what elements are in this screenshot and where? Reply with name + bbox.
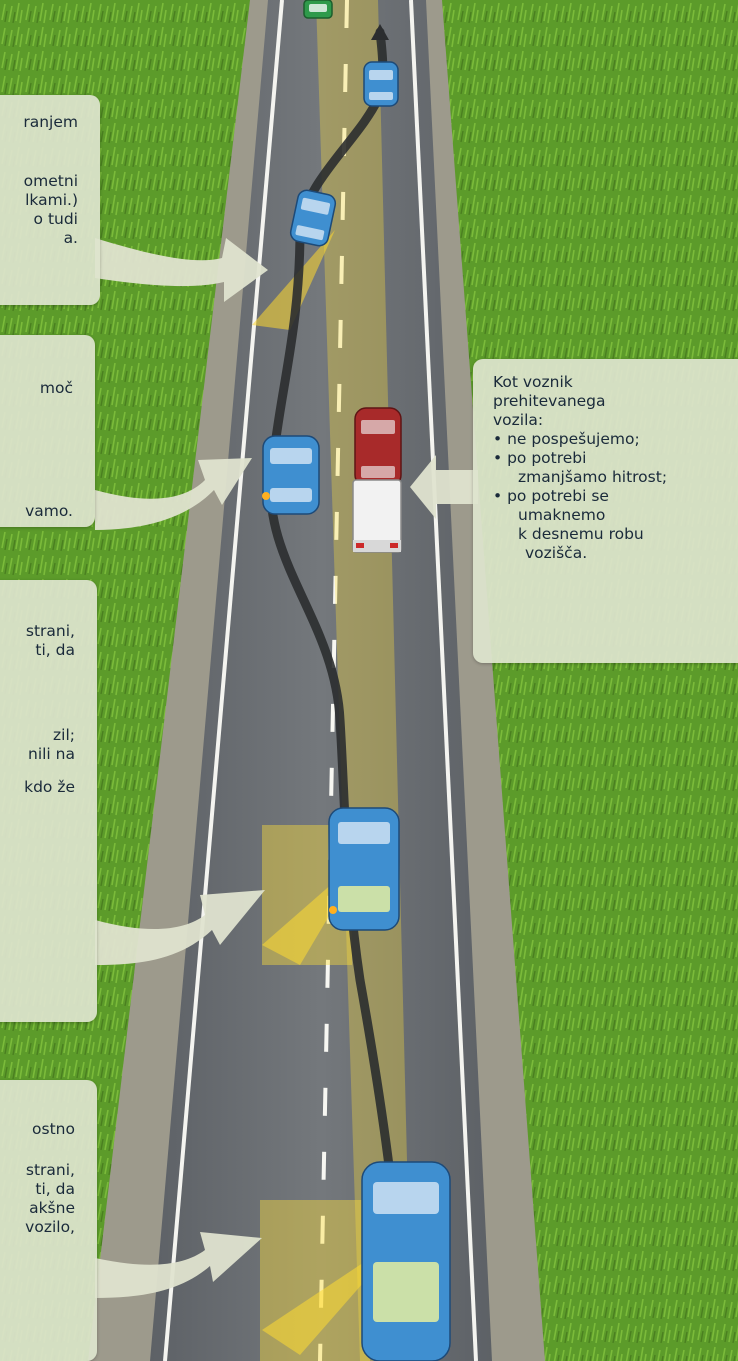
car-preparing	[328, 807, 400, 931]
bullet-move-right-cont: umaknemo	[518, 506, 606, 524]
callout-line: kdo že	[24, 778, 75, 796]
callout-line: a.	[63, 229, 78, 247]
bullet-move-right: • po potrebi se	[493, 487, 609, 505]
callout-line: strani,	[25, 622, 75, 640]
arrow-right	[410, 455, 478, 519]
road-surface	[150, 0, 492, 1361]
callout-step-overtake: moč vamo.	[0, 335, 95, 527]
bullet-move-right-cont: vozišča.	[525, 544, 588, 562]
arrow-3	[95, 890, 265, 965]
callout-line: ranjem	[23, 113, 78, 131]
car-start-position	[361, 1161, 451, 1361]
oncoming-car-green	[303, 0, 333, 19]
callout-line: akšne	[29, 1199, 75, 1217]
callout-line: zil;	[53, 726, 75, 744]
left-edge-line	[163, 0, 284, 1361]
callout-step-start: ostno strani, ti, da akšne vozilo,	[0, 1080, 97, 1361]
overtaken-truck-white	[352, 479, 402, 553]
car-merged-back	[363, 61, 399, 107]
callout-overtaken-driver: Kot voznik prehitevanega vozila: • ne po…	[473, 359, 738, 663]
car-overtaking	[262, 435, 320, 515]
bullet-move-right-cont: k desnemu robu	[518, 525, 644, 543]
arrow-2	[95, 458, 252, 530]
callout-title-line: Kot voznik	[493, 373, 573, 391]
view-zone-3	[260, 1200, 370, 1361]
right-edge-line	[409, 0, 478, 1361]
left-gravel-shoulder	[88, 0, 272, 1361]
callout-title-line: vozila:	[493, 411, 544, 429]
callout-line: ti, da	[35, 641, 75, 659]
callout-line: ostno	[32, 1120, 75, 1138]
callout-line: nili na	[28, 745, 75, 763]
arrow-1	[95, 238, 268, 302]
path-arrowhead	[371, 24, 389, 40]
overtaken-car-red	[354, 407, 402, 487]
callout-line: lkami.)	[25, 191, 78, 209]
overtaking-path	[266, 27, 410, 1361]
right-gravel-shoulder	[420, 0, 545, 1361]
callout-line: moč	[39, 379, 73, 397]
view-corridor	[316, 0, 412, 1361]
bullet-reduce-speed: • po potrebi	[493, 449, 587, 467]
callout-line: vozilo,	[25, 1218, 75, 1236]
callout-line: strani,	[25, 1161, 75, 1179]
callout-title-line: prehitevanega	[493, 392, 606, 410]
bullet-reduce-speed-cont: zmanjšamo hitrost;	[518, 468, 668, 486]
callout-line: vamo.	[25, 502, 73, 520]
car-returning	[289, 189, 337, 247]
arrow-4	[95, 1232, 262, 1298]
callout-line	[0, 398, 73, 502]
callout-line: ometni	[23, 172, 78, 190]
callout-step-prepare: strani, ti, da zil; nili na kdo že	[0, 580, 97, 1022]
callout-line: o tudi	[33, 210, 78, 228]
callout-line: ti, da	[35, 1180, 75, 1198]
bullet-no-acceleration: • ne pospešujemo;	[493, 430, 640, 448]
callout-step-return: ranjem ometni lkami.) o tudi a.	[0, 95, 100, 305]
view-cone-1	[252, 230, 335, 330]
